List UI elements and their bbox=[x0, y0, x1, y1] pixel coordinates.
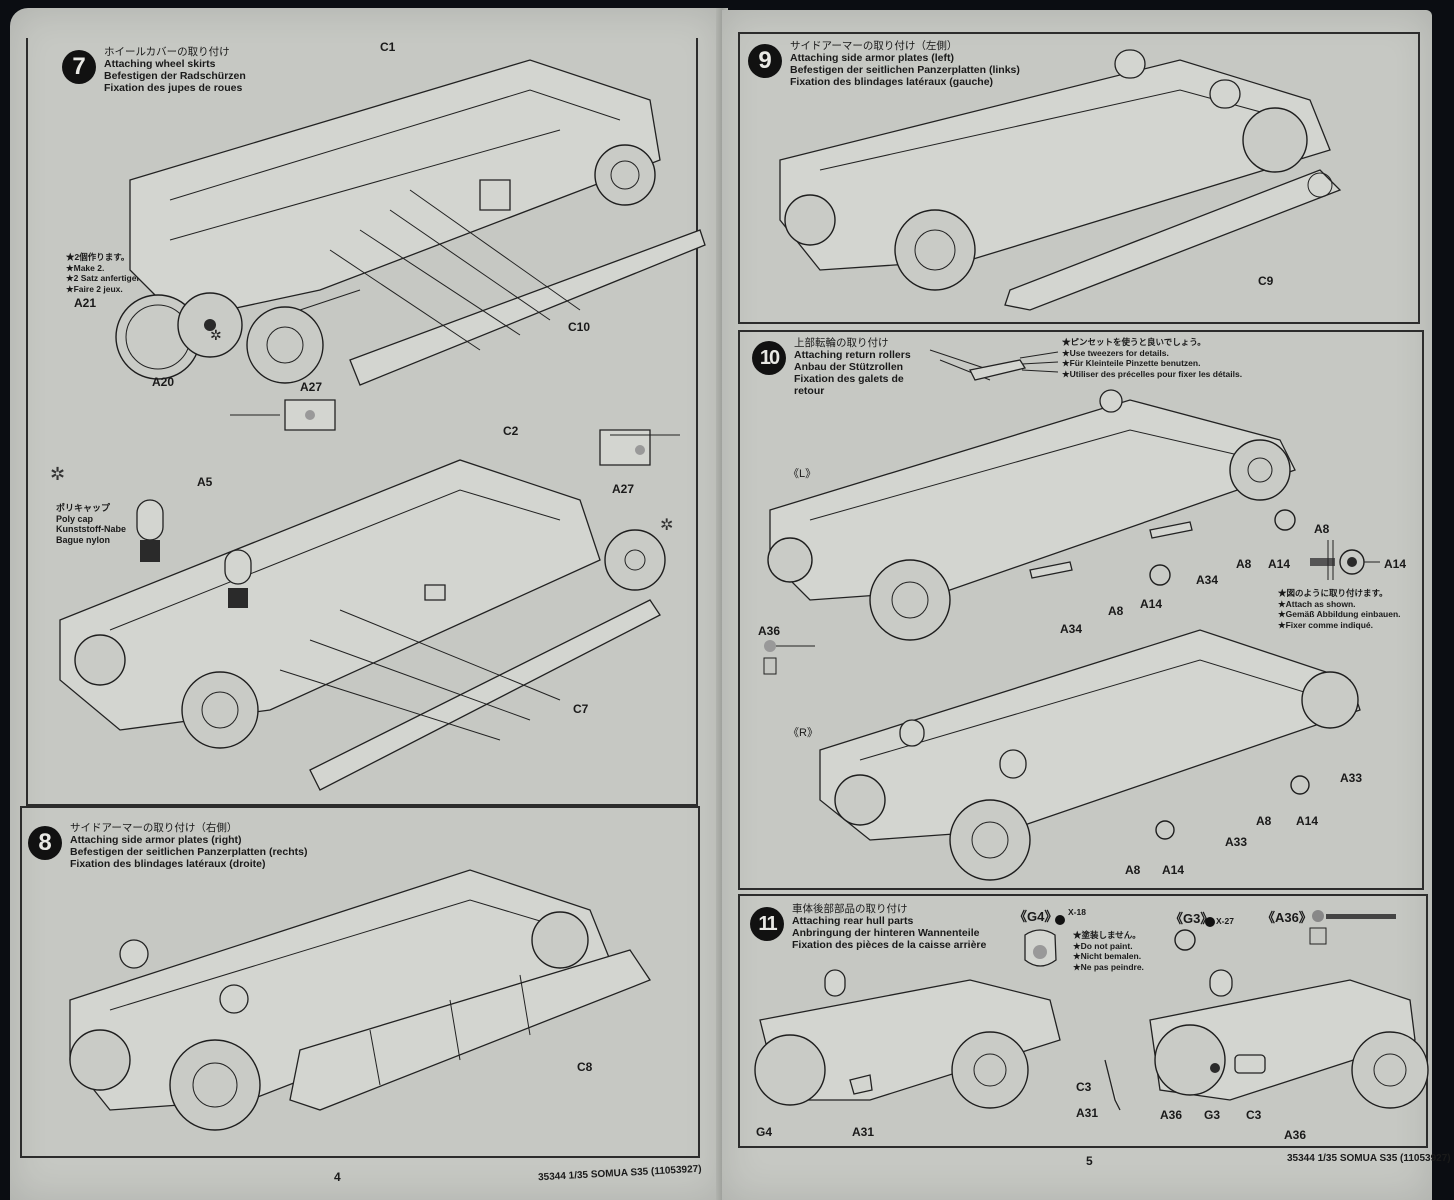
title-jp: 車体後部部品の取り付け bbox=[792, 903, 908, 915]
part-label-c3: C3 bbox=[1246, 1108, 1262, 1122]
part-label-a31: A31 bbox=[852, 1125, 875, 1139]
step-10-panel bbox=[738, 330, 1424, 890]
view-label-right: 《R》 bbox=[788, 727, 818, 739]
title-de: Anbau der Stützrollen bbox=[794, 361, 904, 373]
detail-label-a14: A14 bbox=[1384, 557, 1407, 571]
part-label-a31: A31 bbox=[1076, 1106, 1099, 1120]
step-9-panel bbox=[738, 32, 1420, 324]
part-label-c7: C7 bbox=[573, 702, 589, 716]
part-label-a14: A14 bbox=[1296, 814, 1319, 828]
step-10-hull-diagram-left bbox=[750, 390, 1310, 650]
part-label-c8: C8 bbox=[577, 1060, 593, 1074]
part-label-a27-lower: A27 bbox=[612, 482, 635, 496]
part-label-c9: C9 bbox=[1258, 274, 1274, 288]
part-label-a36: A36 bbox=[1160, 1108, 1183, 1122]
paint-code-x27: X-27 bbox=[1216, 916, 1234, 926]
a8-a14-assembly-detail bbox=[1310, 540, 1380, 580]
part-label-a34: A34 bbox=[1196, 573, 1219, 587]
callout-g4: 《G4》 bbox=[1014, 909, 1058, 924]
step-7-hull-diagram-lower: ✲ ✲ bbox=[50, 420, 700, 800]
step-10-hull-diagram-right bbox=[800, 620, 1370, 880]
part-label-g4: G4 bbox=[756, 1125, 773, 1139]
title-fr: Fixation des pièces de la caisse arrière bbox=[792, 939, 987, 951]
attach-as-shown-note: ★図のように取り付けます。 ★Attach as shown. ★Gemäß A… bbox=[1278, 588, 1401, 630]
part-label-a36: A36 bbox=[1284, 1128, 1307, 1142]
part-label-a36: A36 bbox=[758, 624, 781, 638]
step-8-header: 8 サイドアーマーの取り付け（右側） Attaching side armor … bbox=[28, 822, 307, 870]
callout-g3: 《G3》 bbox=[1170, 911, 1214, 926]
step-8-panel bbox=[20, 806, 700, 1158]
step-7-hull-diagram-upper: ✲ bbox=[60, 40, 710, 440]
step-11-header: 11 車体後部部品の取り付け Attaching rear hull parts… bbox=[750, 903, 986, 951]
part-label-a20: A20 bbox=[152, 375, 175, 389]
part-label-c3: C3 bbox=[1076, 1080, 1092, 1094]
tweezers-detail bbox=[930, 340, 1060, 400]
title-en: Attaching wheel skirts bbox=[104, 58, 216, 70]
page-number-5: 5 bbox=[1086, 1154, 1093, 1168]
svg-text:✲: ✲ bbox=[660, 517, 673, 534]
detail-label-a8: A8 bbox=[1314, 522, 1330, 536]
title-de: Befestigen der seitlichen Panzerplatten … bbox=[70, 846, 308, 858]
page-number-4: 4 bbox=[334, 1170, 341, 1184]
part-label-a33: A33 bbox=[1340, 771, 1363, 785]
title-jp: サイドアーマーの取り付け（左側） bbox=[790, 40, 958, 52]
step-10-header: 10 上部転輪の取り付け Attaching return rollers An… bbox=[752, 337, 924, 397]
part-label-a5: A5 bbox=[197, 475, 213, 489]
make-two-note: ★2個作ります。 ★Make 2. ★2 Satz anfertigen. ★F… bbox=[66, 252, 144, 294]
svg-text:✲: ✲ bbox=[210, 327, 222, 343]
part-label-c10: C10 bbox=[568, 320, 591, 334]
g4-g3-a36-callout-icons bbox=[1020, 910, 1396, 970]
part-label-a8: A8 bbox=[1108, 604, 1124, 618]
part-label-g3: G3 bbox=[1204, 1108, 1221, 1122]
title-de: Befestigen der seitlichen Panzerplatten … bbox=[790, 64, 1020, 76]
title-en: Attaching return rollers bbox=[794, 349, 911, 361]
part-label-a14: A14 bbox=[1140, 597, 1163, 611]
part-label-a8: A8 bbox=[1256, 814, 1272, 828]
title-fr: Fixation des blindages latéraux (droite) bbox=[70, 858, 266, 870]
part-label-a14: A14 bbox=[1268, 557, 1291, 571]
part-label-a8: A8 bbox=[1125, 863, 1141, 877]
title-fr: Fixation des blindages latéraux (gauche) bbox=[790, 76, 994, 88]
title-jp: 上部転輪の取り付け bbox=[794, 337, 889, 349]
step-11-rear-hull-diagrams bbox=[750, 960, 1420, 1140]
title-fr: Fixation des jupes de roues bbox=[104, 82, 243, 94]
part-label-a14: A14 bbox=[1162, 863, 1185, 877]
step-7-header: 7 ホイールカバーの取り付け Attaching wheel skirts Be… bbox=[62, 46, 246, 94]
part-label-c1: C1 bbox=[380, 40, 396, 54]
step-7-panel bbox=[26, 38, 698, 806]
step-8-hull-diagram bbox=[50, 850, 680, 1140]
do-not-paint-note: ★塗装しません。 ★Do not paint. ★Nicht bemalen. … bbox=[1073, 930, 1144, 972]
right-footer: 35344 1/35 SOMUA S35 (11053927) bbox=[1287, 1153, 1451, 1164]
step-number: 9 bbox=[748, 44, 782, 78]
step-number: 11 bbox=[750, 907, 784, 941]
part-label-a21: A21 bbox=[74, 296, 97, 310]
svg-text:✲: ✲ bbox=[50, 464, 65, 484]
step-9-hull-diagram bbox=[770, 40, 1410, 320]
part-label-a27: A27 bbox=[300, 380, 323, 394]
title-en: Attaching side armor plates (right) bbox=[70, 834, 242, 846]
title-jp: サイドアーマーの取り付け（右側） bbox=[70, 822, 238, 834]
part-label-c2: C2 bbox=[503, 424, 519, 438]
title-jp: ホイールカバーの取り付け bbox=[104, 46, 230, 58]
tweezers-note: ★ピンセットを使うと良いでしょう。 ★Use tweezers for deta… bbox=[1062, 337, 1243, 379]
title-de: Anbringung der hinteren Wannenteile bbox=[792, 927, 980, 939]
step-number: 7 bbox=[62, 50, 96, 84]
step-number: 10 bbox=[752, 341, 786, 375]
step-9-header: 9 サイドアーマーの取り付け（左側） Attaching side armor … bbox=[748, 40, 1020, 88]
part-label-a33: A33 bbox=[1225, 835, 1248, 849]
polycap-note: ポリキャップ Poly cap Kunststoff-Nabe Bague ny… bbox=[56, 503, 126, 545]
tweezers-hand-icon bbox=[760, 640, 820, 678]
title-en: Attaching rear hull parts bbox=[792, 915, 914, 927]
paint-code-x18: X-18 bbox=[1068, 907, 1086, 917]
part-label-a8: A8 bbox=[1236, 557, 1252, 571]
view-label-left: 《L》 bbox=[788, 468, 817, 480]
title-fr: Fixation des galets de retour bbox=[794, 373, 904, 397]
step-11-panel bbox=[738, 894, 1428, 1148]
part-label-a34: A34 bbox=[1060, 622, 1083, 636]
callout-a36: 《A36》 bbox=[1262, 910, 1312, 925]
step-number: 8 bbox=[28, 826, 62, 860]
title-en: Attaching side armor plates (left) bbox=[790, 52, 954, 64]
title-de: Befestigen der Radschürzen bbox=[104, 70, 246, 82]
